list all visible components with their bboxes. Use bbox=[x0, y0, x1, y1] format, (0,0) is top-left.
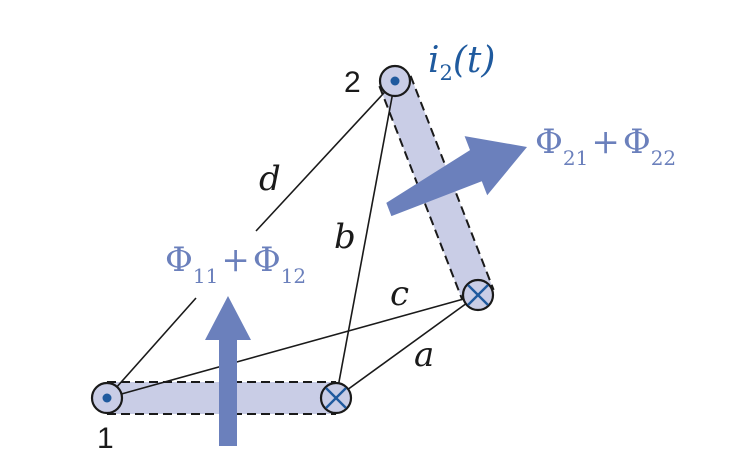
line-a bbox=[335, 294, 479, 399]
node-2-label: 2 bbox=[344, 66, 361, 99]
cross-stroke bbox=[325, 387, 347, 409]
conductor-1-return bbox=[319, 381, 353, 415]
flux-arrow-2-icon bbox=[386, 136, 527, 217]
current-arg: (t) bbox=[453, 40, 496, 81]
line-d-lower bbox=[106, 297, 197, 399]
flux-1-plus: + bbox=[221, 240, 250, 280]
flux-2-second: Φ bbox=[623, 122, 651, 162]
flux-2-second-sub: 22 bbox=[651, 146, 676, 170]
flux-2-plus: + bbox=[591, 122, 620, 162]
current-main: i bbox=[428, 40, 440, 81]
conductor-2 bbox=[378, 64, 412, 98]
line-d-upper bbox=[255, 80, 396, 232]
current-label: i2(t) bbox=[428, 40, 495, 85]
flux-2-first: Φ bbox=[535, 122, 563, 162]
conductor-2-dot bbox=[390, 76, 400, 86]
flux-1-label: Φ11+Φ12 bbox=[165, 240, 306, 288]
flux-1-second: Φ bbox=[253, 240, 281, 280]
line-c bbox=[106, 294, 479, 399]
flux-1-first: Φ bbox=[165, 240, 193, 280]
distance-d-label: d bbox=[259, 159, 281, 199]
flux-1-first-sub: 11 bbox=[193, 264, 218, 288]
line-b bbox=[335, 80, 396, 399]
conductor-2-return bbox=[461, 278, 495, 312]
flux-2-label: Φ21+Φ22 bbox=[535, 122, 676, 170]
cross-stroke bbox=[467, 284, 489, 306]
node-1-label: 1 bbox=[97, 422, 114, 455]
conductor-1-dot bbox=[102, 393, 112, 403]
flux-1-second-sub: 12 bbox=[281, 264, 306, 288]
flux-arrow-1-icon bbox=[205, 296, 251, 446]
distance-a-label: a bbox=[414, 335, 434, 375]
conductor-1 bbox=[90, 381, 124, 415]
current-sub: 2 bbox=[440, 61, 453, 85]
distance-b-label: b bbox=[334, 217, 356, 257]
distance-lines bbox=[106, 80, 479, 399]
distance-c-label: c bbox=[390, 274, 409, 314]
flux-2-first-sub: 21 bbox=[563, 146, 588, 170]
